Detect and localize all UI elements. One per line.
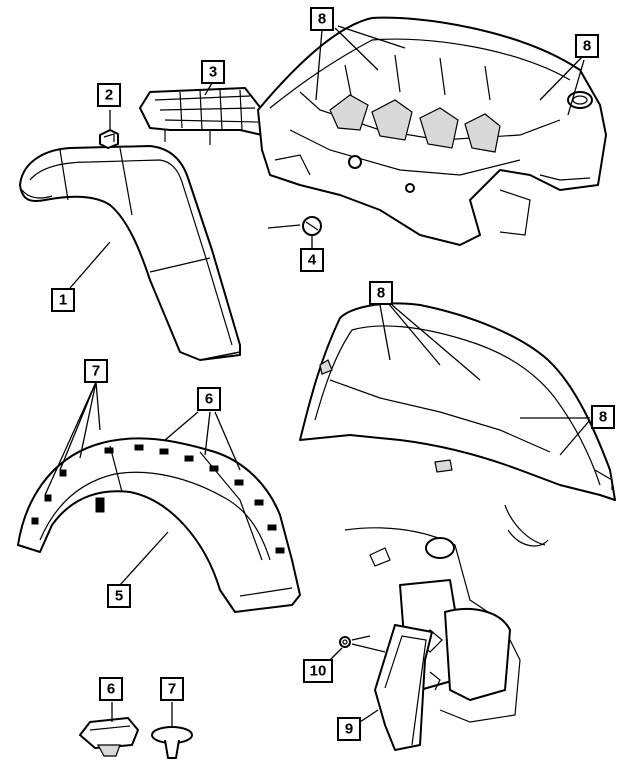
- callout-2-label: 2: [105, 87, 113, 104]
- front-bumper-assembly: [257, 16, 607, 246]
- callout-1: 1: [51, 288, 75, 312]
- callout-6-top: 6: [197, 387, 221, 411]
- callout-3-label: 3: [209, 64, 217, 81]
- callout-1-label: 1: [59, 292, 67, 309]
- leader-lines: [44, 25, 591, 728]
- callout-10: 10: [303, 659, 333, 683]
- callout-5-label: 5: [115, 588, 123, 605]
- inner-fender-liner-part-5: [17, 437, 301, 613]
- clip-part-2: [99, 129, 119, 149]
- bracket-part-3: [139, 87, 271, 145]
- callout-6-bottom: 6: [99, 677, 123, 701]
- callout-10-label: 10: [310, 663, 327, 680]
- callout-7-top: 7: [84, 359, 108, 383]
- callout-3: 3: [201, 60, 225, 84]
- callout-4-label: 4: [308, 252, 317, 269]
- callout-7-bottom-label: 7: [168, 681, 176, 698]
- callout-8-middle-top: 8: [369, 281, 393, 305]
- callout-2: 2: [97, 83, 121, 107]
- callout-8-top-right-label: 8: [583, 38, 591, 55]
- callout-5: 5: [107, 584, 131, 608]
- callout-8-middle-right: 8: [591, 405, 615, 429]
- callout-8-top-right: 8: [575, 34, 599, 58]
- callout-6-top-label: 6: [205, 391, 213, 408]
- callout-9: 9: [337, 717, 361, 741]
- callout-9-label: 9: [345, 721, 353, 738]
- callout-7-top-label: 7: [92, 363, 100, 380]
- push-pin-part-4: [267, 216, 322, 236]
- clip-detail-part-7: [151, 726, 193, 759]
- callout-6-bottom-label: 6: [107, 681, 115, 698]
- callout-8-middle-right-label: 8: [599, 409, 607, 426]
- callout-7-bottom: 7: [160, 677, 184, 701]
- clip-detail-part-6: [79, 717, 139, 757]
- nut-part-10: [339, 635, 386, 653]
- liner-clip-row: [31, 444, 285, 554]
- fender-flare-part-1: [19, 145, 241, 361]
- rear-bumper-assembly: [299, 302, 616, 547]
- visor-part-9: [374, 624, 433, 751]
- callout-8-top-left: 8: [310, 7, 334, 31]
- callout-8-middle-top-label: 8: [377, 285, 385, 302]
- callout-4: 4: [300, 248, 324, 272]
- mirror-bracket-assembly: [344, 527, 521, 723]
- callout-8-top-left-label: 8: [318, 11, 326, 28]
